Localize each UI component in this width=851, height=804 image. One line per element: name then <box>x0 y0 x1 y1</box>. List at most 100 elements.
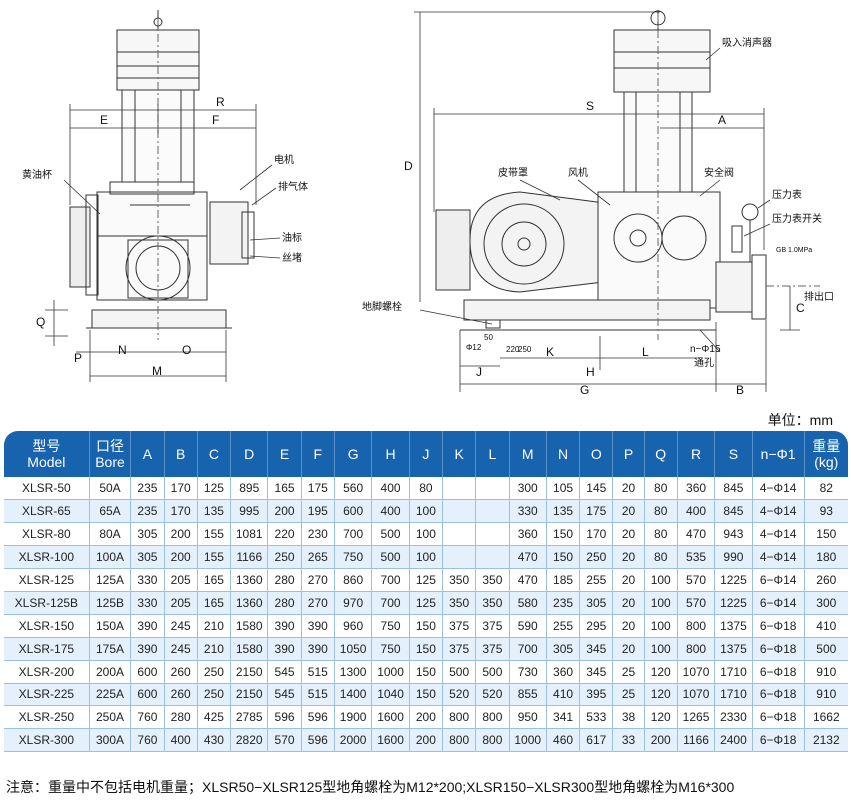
table-cell: 1360 <box>230 568 269 592</box>
table-cell: 596 <box>301 728 335 753</box>
label-plug: 丝堵 <box>282 251 302 264</box>
table-cell: 145 <box>579 477 614 501</box>
table-cell: 1360 <box>230 591 269 615</box>
table-cell: 2150 <box>230 683 269 707</box>
table-cell: 2132 <box>804 728 848 753</box>
dim-a: A <box>718 113 726 127</box>
table-cell: 596 <box>267 705 302 730</box>
table-cell: 470 <box>509 545 547 570</box>
table-cell: 230 <box>301 522 335 547</box>
table-cell: 150 <box>546 545 581 570</box>
table-cell: 855 <box>509 683 547 707</box>
table-cell: 4−Φ14 <box>752 499 805 524</box>
table-cell: 375 <box>442 637 477 661</box>
column-header-label: S <box>728 446 739 462</box>
table-cell: 100A <box>89 545 132 570</box>
label-anchor-bolt: 地脚螺栓 <box>362 300 402 313</box>
column-header: D <box>230 431 269 477</box>
table-cell: 390 <box>267 614 302 638</box>
table-cell: 400 <box>164 728 198 753</box>
label-pressure-gauge: 压力表 <box>772 188 802 201</box>
table-cell: 20 <box>612 477 645 501</box>
table-cell: 800 <box>475 728 510 753</box>
table-cell <box>442 499 477 524</box>
table-cell: 6−Φ18 <box>752 683 805 707</box>
table-cell: 305 <box>579 591 614 615</box>
dim-j: J <box>476 365 482 379</box>
table-cell: 80A <box>89 522 132 547</box>
table-cell: 800 <box>677 614 716 638</box>
table-cell: 700 <box>509 637 547 661</box>
table-cell: 38 <box>612 705 645 730</box>
table-cell: 125B <box>89 591 132 615</box>
column-header-label: E <box>279 446 290 462</box>
table-cell: 20 <box>612 499 645 524</box>
column-header: G <box>334 431 373 477</box>
table-cell: 125 <box>409 568 444 592</box>
table-cell: 460 <box>546 728 581 753</box>
table-cell: 970 <box>334 591 373 615</box>
table-cell: 6−Φ18 <box>752 660 805 684</box>
table-cell: 1580 <box>230 637 269 661</box>
table-cell: 125 <box>197 477 232 501</box>
table-cell: XLSR-80 <box>4 522 90 547</box>
table-cell: 150 <box>409 637 444 661</box>
table-cell <box>475 522 510 547</box>
table-cell: 175 <box>579 499 614 524</box>
table-cell: 1166 <box>230 545 269 570</box>
column-header-label: K <box>454 446 464 462</box>
table-cell: 990 <box>714 545 753 570</box>
table-cell <box>442 545 477 570</box>
dim-n: N <box>118 343 127 357</box>
table-cell: 800 <box>677 637 716 661</box>
table-cell: 20 <box>612 637 645 661</box>
table-cell: 1600 <box>371 728 410 753</box>
table-cell: 100 <box>644 614 678 638</box>
column-header-label: 口径 <box>96 438 124 454</box>
table-cell: 500 <box>804 637 848 661</box>
table-cell: 165 <box>197 591 232 615</box>
table-cell: 6−Φ18 <box>752 705 805 730</box>
table-cell: 305 <box>130 522 165 547</box>
table-cell: 845 <box>714 499 753 524</box>
footnote: 注意：重量中不包括电机重量；XLSR50−XLSR125型地角螺栓为M12*20… <box>6 779 735 795</box>
column-header: J <box>409 431 444 477</box>
table-cell: 800 <box>442 705 477 730</box>
table-cell: 400 <box>371 499 410 524</box>
dim-s: S <box>586 99 594 113</box>
column-header: H <box>371 431 410 477</box>
column-header-label: N <box>557 446 569 462</box>
table-cell: 100 <box>644 591 678 615</box>
table-cell: 100 <box>409 522 444 547</box>
table-cell: 120 <box>644 683 678 707</box>
table-cell: 750 <box>334 545 373 570</box>
table-cell: XLSR-175 <box>4 637 90 661</box>
dim-m: M <box>152 364 162 378</box>
table-cell: XLSR-150 <box>4 614 90 638</box>
table-cell: 375 <box>442 614 477 638</box>
label-safety-valve: 安全阀 <box>704 166 734 179</box>
table-cell: 1225 <box>714 568 753 592</box>
dim-r: R <box>216 95 225 109</box>
table-cell: 350 <box>475 591 510 615</box>
table-cell: 150 <box>409 614 444 638</box>
column-header: S <box>714 431 753 477</box>
column-header: n−Φ1 <box>752 431 805 477</box>
dim-o: O <box>182 343 191 357</box>
column-header: L <box>475 431 510 477</box>
table-cell: 2150 <box>230 660 269 684</box>
unit-label: 单位：mm <box>767 412 833 428</box>
table-cell: XLSR-125 <box>4 568 90 592</box>
label-inlet-silencer: 吸入消声器 <box>722 36 772 49</box>
table-cell: 500 <box>475 660 510 684</box>
table-cell: 280 <box>267 591 302 615</box>
table-cell: 235 <box>130 477 165 501</box>
table-cell: 1000 <box>509 728 547 753</box>
table-cell: 1300 <box>334 660 373 684</box>
table-cell: 235 <box>546 591 581 615</box>
table-cell: 4−Φ14 <box>752 545 805 570</box>
table-cell: 390 <box>267 637 302 661</box>
table-cell: 200 <box>644 728 678 753</box>
column-header: R <box>677 431 716 477</box>
table-cell: 250 <box>197 683 232 707</box>
